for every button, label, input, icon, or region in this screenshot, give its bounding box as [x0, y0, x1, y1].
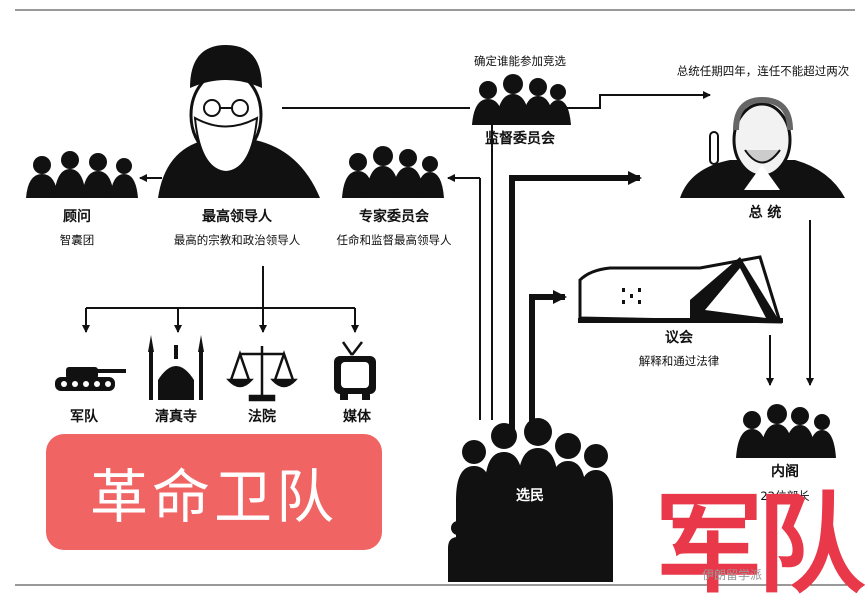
guardian-council-caption: 确定谁能参加竞选 — [474, 54, 566, 68]
thick-arrow-voters-to-president — [509, 171, 642, 430]
mosque-icon — [148, 335, 204, 400]
experts-silhouettes — [342, 146, 444, 198]
assembly-of-experts-subtitle: 任命和监督最高领导人 — [336, 233, 452, 247]
advisors-title: 顾问 — [63, 209, 91, 225]
supreme-leader-subtitle: 最高的宗教和政治领导人 — [173, 233, 301, 247]
voters-title: 选民 — [516, 488, 544, 504]
guardian-council-silhouettes — [472, 74, 571, 125]
parliament-building — [578, 255, 783, 324]
cabinet-subtitle: 22位部长 — [760, 489, 810, 503]
arrow-council-to-president — [560, 91, 711, 109]
advisors-silhouettes — [26, 151, 138, 198]
watermark: 伊朗留学派 — [702, 568, 763, 582]
president-title: 总 统 — [748, 205, 782, 221]
president-caption: 总统任期四年，连任不能超过两次 — [676, 64, 850, 78]
scales-icon — [226, 346, 298, 402]
branch-mosque-title: 清真寺 — [155, 409, 197, 425]
president-portrait — [680, 96, 845, 198]
branch-courts-title: 法院 — [248, 409, 276, 425]
cabinet-silhouettes — [736, 404, 836, 458]
thick-arrow-voters-to-parliament — [529, 290, 567, 430]
revolutionary-guard-banner: 革命卫队 — [46, 434, 382, 550]
handwritten-army-stamp: 军队 — [655, 482, 865, 608]
branch-army-title: 军队 — [70, 409, 98, 425]
parliament-subtitle: 解释和通过法律 — [638, 354, 720, 368]
advisors-subtitle: 智囊团 — [59, 233, 95, 247]
branch-media-title: 媒体 — [343, 409, 371, 425]
guardian-council-title: 监督委员会 — [485, 131, 555, 147]
parliament-title: 议会 — [665, 330, 693, 346]
tank-icon — [55, 367, 126, 391]
cabinet-title: 内阁 — [771, 464, 799, 480]
supreme-leader-portrait — [158, 45, 320, 198]
supreme-leader-title: 最高领导人 — [202, 209, 272, 225]
voters-silhouettes — [448, 418, 613, 582]
tv-icon — [334, 341, 376, 400]
assembly-of-experts-title: 专家委员会 — [359, 209, 429, 225]
